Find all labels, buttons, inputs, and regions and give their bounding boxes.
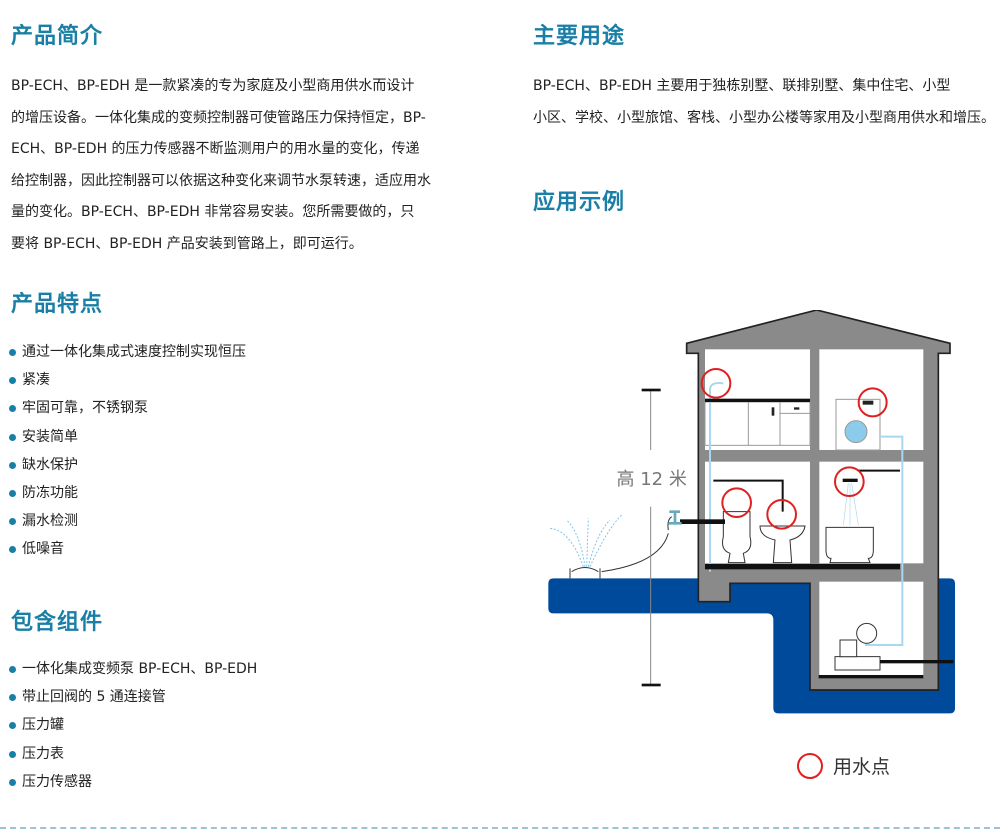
usage-text: BP-ECH、BP-EDH 主要用于独栋别墅、联排别墅、集中住宅、小型 小区、学…: [533, 71, 995, 134]
floors: [680, 398, 954, 679]
usage-line: 小区、学校、小型旅馆、客栈、小型办公楼等家用及小型商用供水和增压。: [533, 109, 995, 126]
list-item: 牢固可靠，不锈钢泵: [0, 398, 246, 426]
intro-line: BP-ECH、BP-EDH 是一款紧凑的专为家庭及小型商用供水而设计: [11, 78, 415, 94]
list-item: 紧凑: [0, 370, 246, 398]
list-item: 安装简单: [0, 427, 246, 455]
list-item: 压力传感器: [0, 772, 257, 800]
list-item: 低噪音: [0, 539, 246, 567]
list-item: 防冻功能: [0, 483, 246, 511]
height-label: 高 12 米: [616, 469, 686, 490]
intro-line: 要将 BP-ECH、BP-EDH 产品安装到管路上，即可运行。: [11, 235, 363, 252]
legend: 用水点: [797, 752, 890, 779]
intro-line: 量的变化。BP-ECH、BP-EDH 非常容易安装。您所需要做的，只: [11, 204, 415, 220]
list-item: 通过一体化集成式速度控制实现恒压: [0, 342, 246, 370]
garden-sprinkler: [549, 510, 682, 579]
list-item: 一体化集成变频泵 BP-ECH、BP-EDH: [0, 659, 257, 687]
height-scale-bar: [641, 388, 661, 687]
intro-text: BP-ECH、BP-EDH 是一款紧凑的专为家庭及小型商用供水而设计 的增压设备…: [11, 71, 431, 260]
list-item: 漏水检测: [0, 511, 246, 539]
bathroom-fixtures: [722, 511, 881, 671]
list-item: 带止回阀的 5 通连接管: [0, 687, 257, 715]
intro-title: 产品简介: [11, 24, 104, 49]
intro-line: 给控制器，因此控制器可以依据这种变化来调节水泵转速，适应用水: [11, 172, 431, 189]
list-item: 压力表: [0, 744, 257, 772]
water-pipes: [709, 382, 904, 646]
components-title: 包含组件: [11, 610, 104, 635]
example-title: 应用示例: [533, 190, 626, 215]
legend-label: 用水点: [833, 756, 891, 778]
house-water-diagram: 高 12 米: [548, 310, 955, 714]
water-point-marker: [700, 368, 888, 530]
intro-line: 的增压设备。一体化集成的变频控制器可使管路压力保持恒定，BP-: [11, 109, 426, 126]
features-list: 通过一体化集成式速度控制实现恒压 紧凑 牢固可靠，不锈钢泵 安装简单 缺水保护 …: [0, 342, 246, 568]
water-point-marker-icon: [797, 752, 823, 779]
components-list: 一体化集成变频泵 BP-ECH、BP-EDH 带止回阀的 5 通连接管 压力罐 …: [0, 659, 257, 800]
usage-title: 主要用途: [533, 24, 626, 49]
intro-line: ECH、BP-EDH 的压力传感器不断监测用户的用水量的变化，传递: [11, 141, 420, 157]
usage-line: BP-ECH、BP-EDH 主要用于独栋别墅、联排别墅、集中住宅、小型: [533, 78, 951, 94]
list-item: 压力罐: [0, 715, 257, 743]
divider: [0, 827, 1000, 829]
features-title: 产品特点: [11, 292, 104, 317]
list-item: 缺水保护: [0, 455, 246, 483]
